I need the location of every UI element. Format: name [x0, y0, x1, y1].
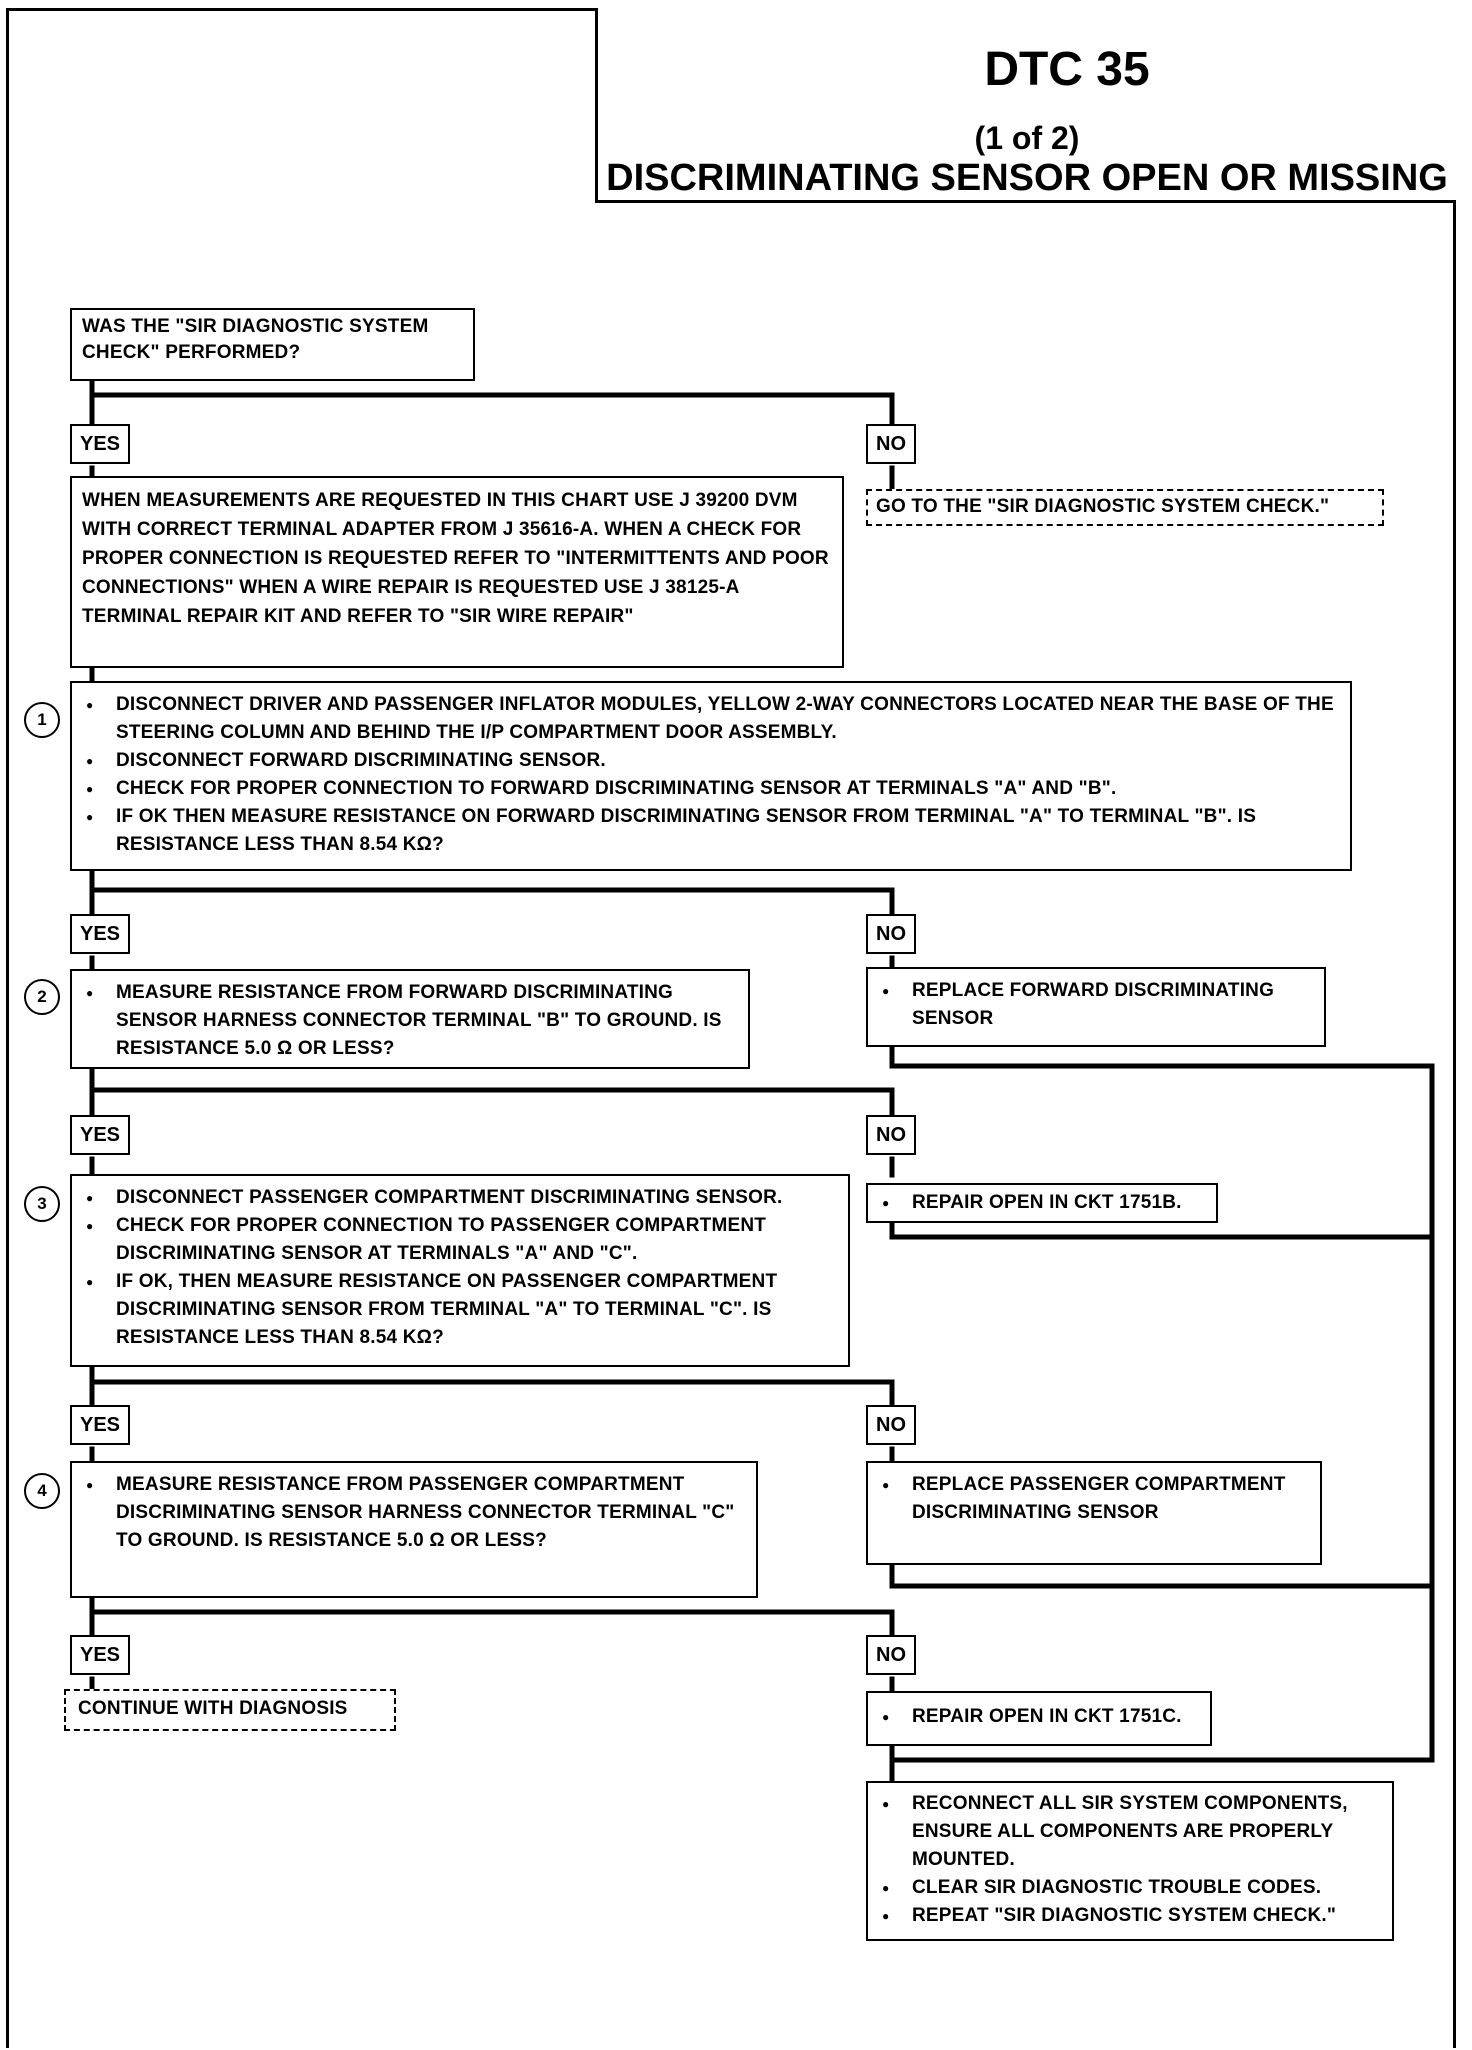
step1-box: DISCONNECT DRIVER AND PASSENGER INFLATOR…	[70, 681, 1352, 871]
step1-list: DISCONNECT DRIVER AND PASSENGER INFLATOR…	[82, 691, 1340, 859]
step-marker-4: 4	[24, 1473, 60, 1509]
step4-item: MEASURE RESISTANCE FROM PASSENGER COMPAR…	[82, 1471, 746, 1555]
no-label: NO	[866, 1635, 916, 1675]
flow-line	[889, 1043, 1435, 1763]
start-question-box: WAS THE "SIR DIAGNOSTIC SYSTEM CHECK" PE…	[70, 308, 475, 381]
instructions-note-box: WHEN MEASUREMENTS ARE REQUESTED IN THIS …	[70, 476, 844, 668]
final-actions-box: RECONNECT ALL SIR SYSTEM COMPONENTS, ENS…	[866, 1781, 1394, 1941]
continue-diagnosis-text: CONTINUE WITH DIAGNOSIS	[78, 1698, 348, 1719]
step3-list: DISCONNECT PASSENGER COMPARTMENT DISCRIM…	[82, 1184, 838, 1352]
replace-forward-list: REPLACE FORWARD DISCRIMINATING SENSOR	[878, 977, 1314, 1033]
repair-1751c-list: REPAIR OPEN IN CKT 1751C.	[878, 1703, 1200, 1731]
step3-item: CHECK FOR PROPER CONNECTION TO PASSENGER…	[82, 1212, 838, 1268]
flow-line	[89, 1363, 895, 1409]
title-block: DTC 35 (1 of 2) DISCRIMINATING SENSOR OP…	[595, 8, 1456, 203]
step-marker-1: 1	[24, 702, 60, 738]
page-indicator: (1 of 2)	[974, 120, 1080, 156]
step1-item: IF OK THEN MEASURE RESISTANCE ON FORWARD…	[82, 803, 1340, 859]
replace-passenger-sensor-box: REPLACE PASSENGER COMPARTMENT DISCRIMINA…	[866, 1461, 1322, 1565]
dtc-code: DTC 35	[984, 43, 1150, 96]
step4-box: MEASURE RESISTANCE FROM PASSENGER COMPAR…	[70, 1461, 758, 1598]
step3-item: DISCONNECT PASSENGER COMPARTMENT DISCRIM…	[82, 1184, 838, 1212]
flow-line	[89, 377, 895, 428]
replace-forward-item: REPLACE FORWARD DISCRIMINATING SENSOR	[878, 977, 1314, 1033]
final-action-item: REPEAT "SIR DIAGNOSTIC SYSTEM CHECK."	[878, 1902, 1382, 1930]
step1-item: DISCONNECT FORWARD DISCRIMINATING SENSOR…	[82, 747, 1340, 775]
step1-item: DISCONNECT DRIVER AND PASSENGER INFLATOR…	[82, 691, 1340, 747]
yes-label: YES	[70, 1115, 131, 1155]
step3-item: IF OK, THEN MEASURE RESISTANCE ON PASSEN…	[82, 1268, 838, 1352]
step4-list: MEASURE RESISTANCE FROM PASSENGER COMPAR…	[82, 1471, 746, 1555]
goto-system-check-text: GO TO THE "SIR DIAGNOSTIC SYSTEM CHECK."	[876, 496, 1330, 517]
flow-line	[89, 1594, 895, 1639]
final-actions-list: RECONNECT ALL SIR SYSTEM COMPONENTS, ENS…	[878, 1790, 1382, 1930]
continue-diagnosis-box: CONTINUE WITH DIAGNOSIS	[64, 1689, 396, 1731]
no-label: NO	[866, 1405, 916, 1445]
repair-ckt-1751c-box: REPAIR OPEN IN CKT 1751C.	[866, 1691, 1212, 1746]
step2-item: MEASURE RESISTANCE FROM FORWARD DISCRIMI…	[82, 979, 738, 1063]
repair-1751b-item: REPAIR OPEN IN CKT 1751B.	[878, 1189, 1206, 1217]
step2-box: MEASURE RESISTANCE FROM FORWARD DISCRIMI…	[70, 969, 750, 1069]
no-label: NO	[866, 424, 916, 464]
step2-list: MEASURE RESISTANCE FROM FORWARD DISCRIMI…	[82, 979, 738, 1063]
yes-label: YES	[70, 914, 131, 954]
step-marker-3: 3	[24, 1186, 60, 1222]
no-label: NO	[866, 1115, 916, 1155]
no-label: NO	[866, 914, 916, 954]
instructions-note-text: WHEN MEASUREMENTS ARE REQUESTED IN THIS …	[82, 490, 829, 627]
flow-line	[89, 867, 895, 918]
replace-forward-sensor-box: REPLACE FORWARD DISCRIMINATING SENSOR	[866, 967, 1326, 1047]
step1-item: CHECK FOR PROPER CONNECTION TO FORWARD D…	[82, 775, 1340, 803]
final-action-item: CLEAR SIR DIAGNOSTIC TROUBLE CODES.	[878, 1874, 1382, 1902]
repair-1751b-list: REPAIR OPEN IN CKT 1751B.	[878, 1189, 1206, 1217]
replace-passenger-list: REPLACE PASSENGER COMPARTMENT DISCRIMINA…	[878, 1471, 1310, 1527]
step3-box: DISCONNECT PASSENGER COMPARTMENT DISCRIM…	[70, 1174, 850, 1367]
yes-label: YES	[70, 1405, 131, 1445]
final-action-item: RECONNECT ALL SIR SYSTEM COMPONENTS, ENS…	[878, 1790, 1382, 1874]
dtc-description: DISCRIMINATING SENSOR OPEN OR MISSING	[606, 157, 1448, 199]
replace-passenger-item: REPLACE PASSENGER COMPARTMENT DISCRIMINA…	[878, 1471, 1310, 1527]
yes-label: YES	[70, 424, 131, 464]
flow-line	[89, 1065, 895, 1119]
flow-line	[889, 1219, 1435, 1240]
step-marker-2: 2	[24, 979, 60, 1015]
yes-label: YES	[70, 1635, 131, 1675]
repair-ckt-1751b-box: REPAIR OPEN IN CKT 1751B.	[866, 1183, 1218, 1223]
start-question-text: WAS THE "SIR DIAGNOSTIC SYSTEM CHECK" PE…	[82, 316, 429, 363]
repair-1751c-item: REPAIR OPEN IN CKT 1751C.	[878, 1703, 1200, 1731]
goto-system-check-box: GO TO THE "SIR DIAGNOSTIC SYSTEM CHECK."	[866, 489, 1384, 526]
flow-line	[889, 1561, 1435, 1589]
